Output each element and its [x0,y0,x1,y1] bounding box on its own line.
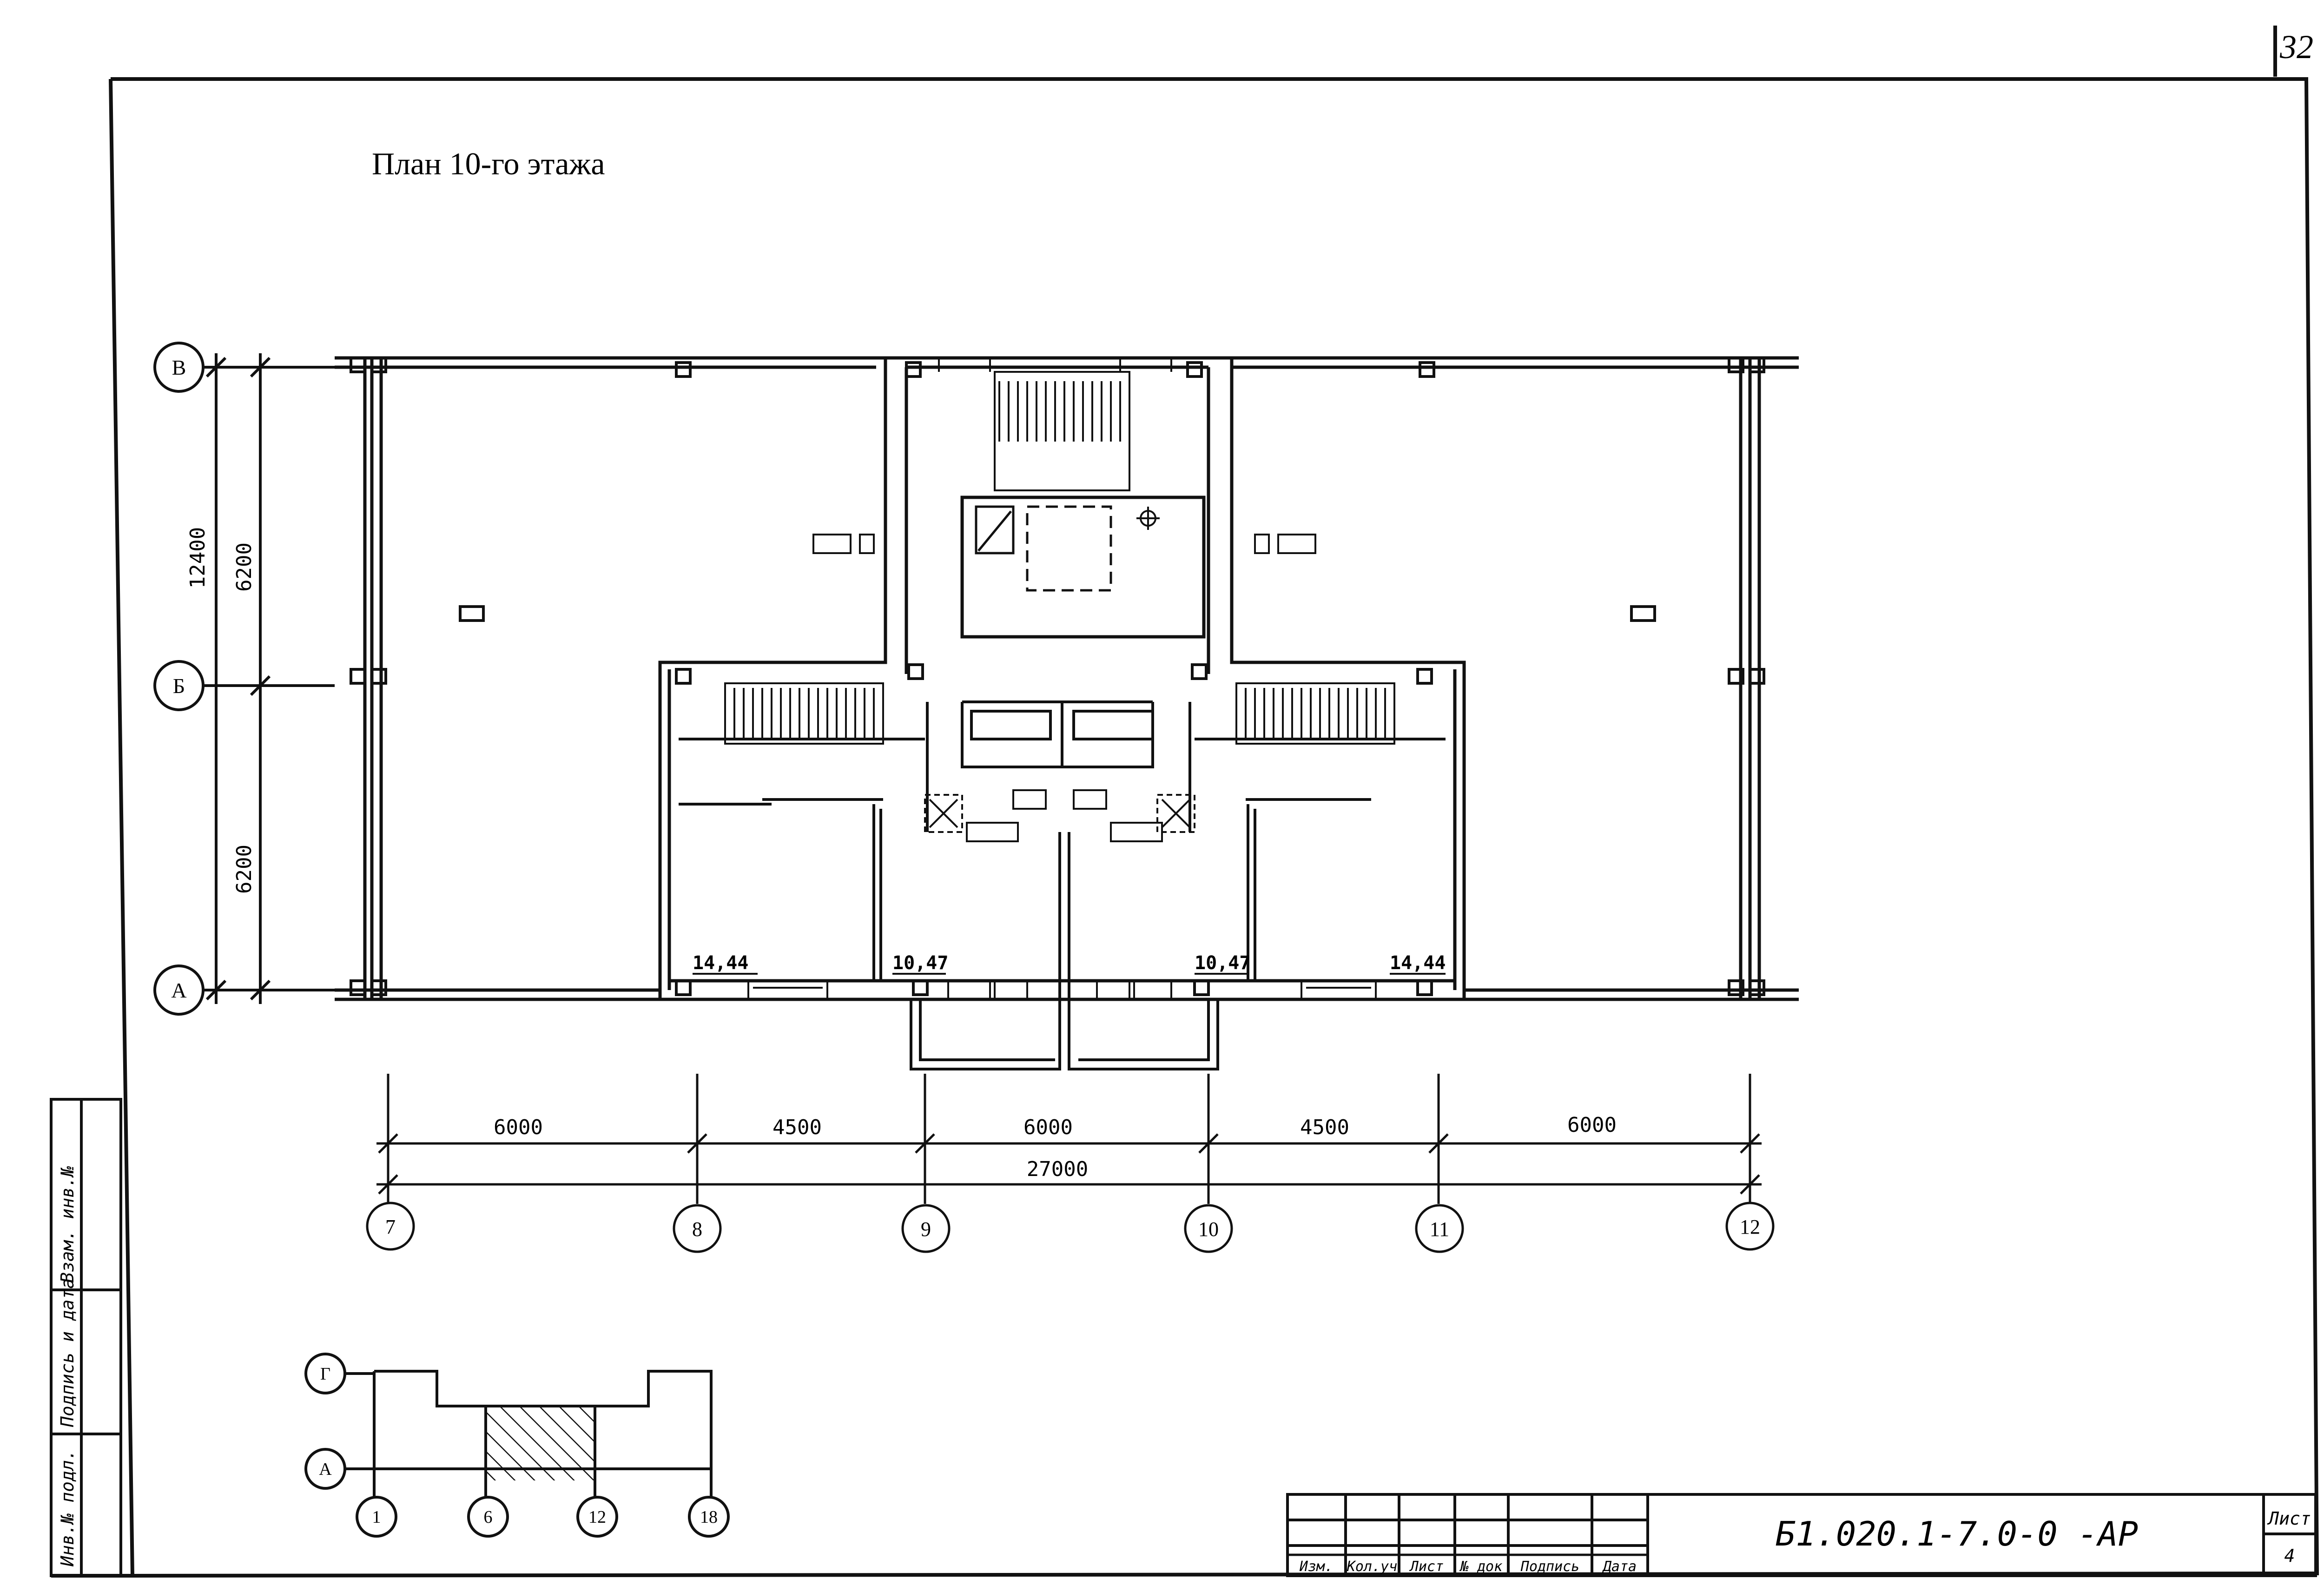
balcony [910,999,1219,1070]
tb-header-izm: Изм. [1299,1559,1333,1575]
dim-span-5: 6000 [1567,1113,1617,1137]
stair-right [1235,682,1395,745]
page-number-box: 32 [2273,26,2313,77]
side-stamp-labels: Инв.№ подл. Подпись и дата Взам. инв.№ [57,1166,78,1567]
title-block-text: Б1.020.1-7.0-0 -АР Лист 4 Изм. Кол.уч Ли… [1299,1508,2311,1575]
sheet-label: Лист [2267,1508,2311,1529]
axis-col-6: 12 [1740,1215,1760,1238]
dim-total: 27000 [1027,1157,1088,1181]
elevator-shaft [960,495,1206,639]
vertical-dimensions: 12400 6200 6200 [186,527,256,894]
dim-span-1: 6000 [494,1116,543,1139]
stamp-podpis: Подпись и дата [57,1278,78,1427]
key-col-18: 18 [700,1507,718,1527]
key-row-a: А [319,1460,332,1479]
sheet-frame [51,77,2319,1578]
horizontal-dimension-lines [366,1074,1775,1253]
dim-span-3: 6000 [1023,1116,1073,1139]
title-block [1286,1493,2317,1577]
room-area-1: 14,44 [693,952,748,974]
tb-header-list: Лист [1409,1559,1444,1575]
axis-b: Б [173,674,185,698]
axis-a: А [171,978,186,1002]
floor-plan [335,356,1799,1070]
dim-12400: 12400 [186,527,210,588]
dim-span-4: 4500 [1300,1116,1349,1139]
page-number: 32 [2279,28,2313,66]
key-plan [304,1353,730,1538]
key-col-6: 6 [484,1507,493,1527]
dim-span-2: 4500 [772,1116,822,1139]
key-plan-labels: Г А 1 6 12 18 [319,1364,718,1527]
windows [747,358,1377,999]
sheet-number: 4 [2284,1546,2295,1566]
stair-top [994,371,1130,491]
room-area-2: 10,47 [892,952,948,974]
tb-header-podpis: Подпись [1520,1559,1579,1575]
key-col-1: 1 [372,1507,381,1527]
axis-col-2: 8 [692,1218,702,1241]
axis-col-4: 10 [1198,1218,1219,1241]
horizontal-dimension-labels: 6000 4500 6000 4500 6000 27000 [494,1113,1617,1181]
dim-6200-lower: 6200 [232,845,256,894]
axis-col-1: 7 [385,1215,396,1238]
room-areas: 14,44 10,47 10,47 14,44 [693,952,1446,975]
tb-header-dok: № док [1459,1559,1503,1575]
inner-walls [679,700,1446,999]
tb-header-data: Дата [1602,1559,1637,1575]
drawing-code: Б1.020.1-7.0-0 -АР [1776,1514,2138,1553]
key-row-g: Г [320,1364,330,1384]
vent-boxes [924,789,1195,842]
stamp-vzam: Взам. инв.№ [57,1166,78,1283]
plan-title: План 10-го этажа [372,146,605,181]
stair-left [724,682,884,745]
dim-6200-upper: 6200 [232,542,256,592]
room-area-4: 14,44 [1390,952,1446,974]
column-axis-labels: 7 8 9 10 11 12 [385,1215,1760,1241]
room-area-3: 10,47 [1195,952,1250,974]
stamp-inv-podl: Инв.№ подл. [57,1449,78,1567]
key-col-12: 12 [588,1507,606,1527]
outer-walls [335,356,1799,1001]
row-axis-labels: В Б А [171,356,186,1002]
tb-header-kol: Кол.уч [1347,1559,1397,1575]
side-stamp [50,1098,122,1577]
columns [350,357,1765,996]
row-axes [153,342,335,1016]
axis-col-5: 11 [1430,1218,1449,1241]
axis-v: В [172,356,186,379]
axis-col-3: 9 [921,1218,931,1241]
